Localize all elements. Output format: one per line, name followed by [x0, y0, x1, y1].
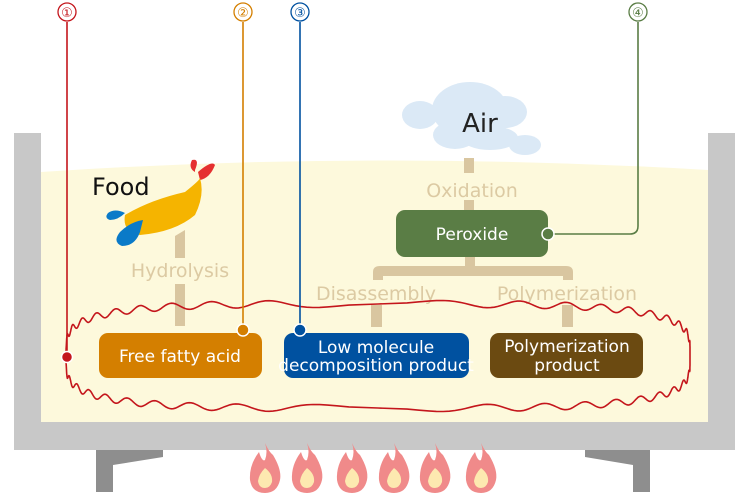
- low-molecule-line2: decomposition product: [278, 356, 474, 376]
- flame-core: [258, 468, 273, 488]
- flame-core: [428, 468, 443, 488]
- hydrolysis-label: Hydrolysis: [131, 260, 229, 282]
- marker-4-number: ④: [632, 6, 644, 21]
- flame-icon: [336, 443, 368, 493]
- connectors: [175, 158, 573, 327]
- marker-4: ④: [541, 2, 648, 241]
- marker-1-number: ①: [61, 6, 73, 21]
- disassembly-label: Disassembly: [316, 283, 436, 305]
- flames: [249, 443, 497, 493]
- low-molecule-box: Low molecule decomposition product: [278, 333, 474, 378]
- food-label: Food: [92, 173, 150, 201]
- pot-right-leg: [585, 450, 650, 492]
- flame-icon: [249, 443, 281, 493]
- flame-core: [345, 468, 360, 488]
- fried-shrimp-icon: [106, 159, 215, 246]
- flame-core: [300, 468, 315, 488]
- flame-icon: [378, 443, 410, 493]
- marker-3-number: ③: [294, 6, 306, 21]
- pot-right-wall: [708, 133, 735, 450]
- free-fatty-acid-label: Free fatty acid: [119, 347, 241, 367]
- marker-3: ③: [290, 2, 310, 337]
- flame-icon: [419, 443, 451, 493]
- air-label: Air: [462, 109, 498, 139]
- polymerization-label: Polymerization: [497, 283, 637, 305]
- flame-icon: [291, 443, 323, 493]
- marker-1: ①: [57, 2, 77, 364]
- peroxide-box: Peroxide: [396, 210, 548, 257]
- polymerization-product-line2: product: [534, 356, 600, 376]
- flame-core: [387, 468, 402, 488]
- oxidation-label: Oxidation: [426, 180, 518, 202]
- peroxide-label: Peroxide: [436, 225, 509, 245]
- marker-2-number: ②: [237, 6, 249, 21]
- free-fatty-acid-box: Free fatty acid: [99, 333, 262, 378]
- low-molecule-line1: Low molecule: [318, 338, 434, 358]
- pot-left-leg: [96, 450, 163, 492]
- polymerization-product-box: Polymerization product: [490, 333, 643, 378]
- flame-core: [474, 468, 489, 488]
- marker-2: ②: [233, 2, 253, 337]
- pot-left-wall: [14, 133, 41, 450]
- pot-bottom: [14, 422, 735, 450]
- air-cloud-icon: [402, 82, 541, 155]
- polymerization-product-line1: Polymerization: [504, 337, 629, 357]
- flame-icon: [465, 443, 497, 493]
